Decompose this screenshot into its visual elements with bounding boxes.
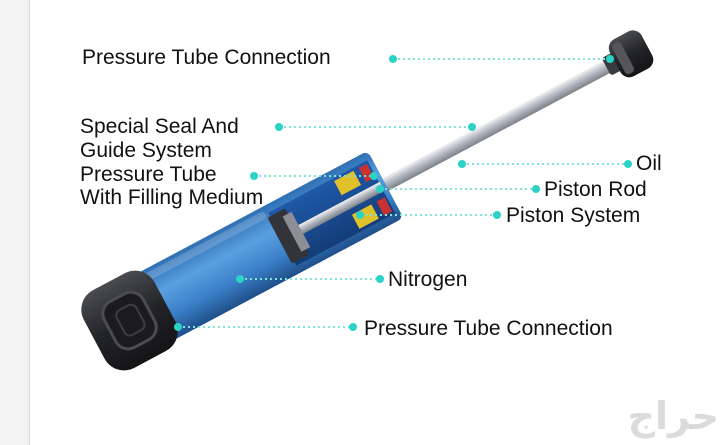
label-pressure-tube-connection-bottom: Pressure Tube Connection xyxy=(364,317,613,340)
label-pressure-tube-connection-top: Pressure Tube Connection xyxy=(82,46,331,69)
seal-bottom xyxy=(376,197,393,216)
leader-lines xyxy=(178,58,628,328)
top-end-connector xyxy=(602,30,654,78)
label-pressure-tube-filling-line2: With Filling Medium xyxy=(80,186,264,209)
piston-ring xyxy=(282,211,311,252)
dot-nitrogen-start xyxy=(236,275,244,283)
dot-pressure-filling-end xyxy=(370,172,378,180)
dot-pressure-filling-start xyxy=(250,172,258,180)
piston-rod-shaft xyxy=(354,59,613,206)
dot-piston-system-start xyxy=(356,211,364,219)
oil-segment-bottom xyxy=(351,204,379,229)
piston-head xyxy=(268,209,309,263)
label-piston-system: Piston System xyxy=(506,204,641,227)
label-special-seal-line1: Special Seal And xyxy=(80,115,239,138)
label-piston-rod: Piston Rod xyxy=(544,178,647,201)
dot-pressure-top-start xyxy=(389,55,397,63)
gas-spring-body xyxy=(81,30,654,371)
piston-rod-inner xyxy=(284,181,385,242)
bottom-end-cap xyxy=(81,270,178,371)
label-nitrogen: Nitrogen xyxy=(388,268,468,291)
leader-dots xyxy=(174,55,632,331)
label-special-seal-line2: Guide System xyxy=(80,139,212,162)
dot-nitrogen-end xyxy=(376,275,384,283)
label-pressure-tube-filling-line1: Pressure Tube xyxy=(80,163,217,186)
label-oil: Oil xyxy=(636,152,662,175)
dot-oil-end xyxy=(624,160,632,168)
dot-piston-rod-start xyxy=(376,185,384,193)
dot-special-seal-end xyxy=(468,123,476,131)
dot-pressure-top-end xyxy=(606,55,614,63)
haraj-logo-watermark: حراج xyxy=(627,394,719,438)
dot-pressure-bottom-start xyxy=(174,323,182,331)
dot-special-seal-start xyxy=(275,123,283,131)
tube-highlight xyxy=(141,212,267,283)
dot-piston-system-end xyxy=(493,211,501,219)
dot-oil-start xyxy=(458,160,466,168)
dot-piston-rod-end xyxy=(532,185,540,193)
dot-pressure-bottom-end xyxy=(349,323,357,331)
